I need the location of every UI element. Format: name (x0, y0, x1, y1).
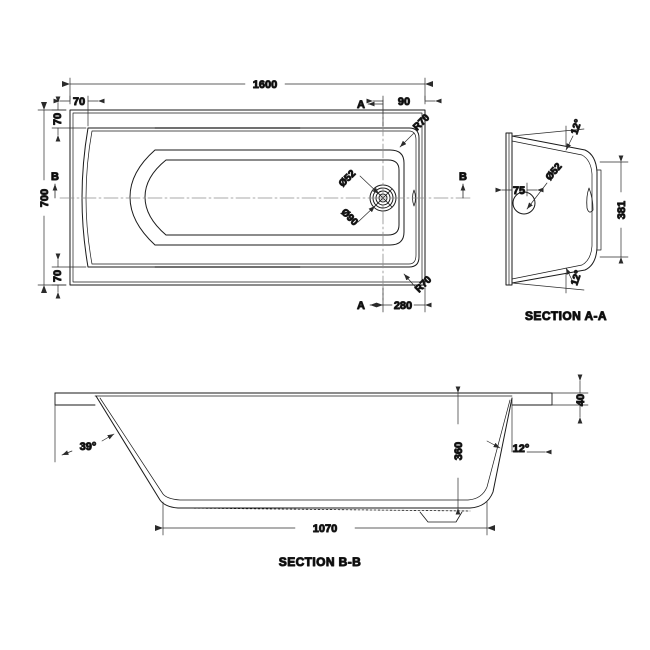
aa-leader-d52 (526, 182, 548, 210)
dim-label-280: 280 (394, 300, 412, 312)
waste-label-d90: Ø90 (339, 207, 360, 228)
section-aa-title: SECTION A-A (525, 309, 607, 323)
bb-waste-sump (419, 511, 463, 523)
leader-d90 (357, 205, 376, 223)
bb-angle-label-12: 12° (513, 443, 530, 455)
bb-angle-label-39: 39° (80, 441, 97, 453)
plan-centerlines (59, 99, 471, 301)
bb-dim-label-1070: 1070 (313, 523, 337, 535)
aa-angle-label-bottom: 12° (569, 269, 584, 287)
plan-rim-opening (81, 127, 420, 268)
aa-dim-label-381: 381 (616, 201, 628, 219)
section-bb-title: SECTION B-B (279, 555, 361, 569)
section-label-a-bottom: A (357, 300, 365, 312)
aa-dim-label-75: 75 (513, 185, 525, 197)
aa-right-edge (596, 169, 602, 251)
dim-waste-right (366, 95, 442, 127)
aa-left-flange (505, 132, 513, 286)
bb-angle-witness-right (486, 397, 552, 455)
aa-angle-label-top: 12° (569, 118, 584, 136)
aa-dim-75 (495, 182, 544, 197)
plan-bowl-upper (129, 149, 405, 246)
aa-waste-circle (512, 191, 536, 215)
plan-bowl-lower (144, 159, 400, 236)
waste-label-d52: Ø52 (337, 168, 358, 189)
bb-profile-outer (95, 395, 513, 509)
section-label-a-top: A (357, 99, 365, 111)
plan-rim-opening-2 (85, 130, 417, 265)
bb-rim-right-cap (511, 392, 553, 406)
bb-dim-label-360: 360 (453, 442, 465, 460)
dim-label-70-bottom: 70 (52, 270, 64, 282)
plan-outer-inner-line (72, 112, 423, 283)
dim-rim-top (51, 96, 87, 142)
dim-label-1600: 1600 (253, 79, 277, 91)
aa-angle-witness (511, 125, 585, 294)
dim-overall-length (62, 77, 433, 101)
section-bb-view: 39° 12° 360 40 1070 SECTION B-B (54, 374, 589, 570)
aa-dim-381 (599, 155, 629, 264)
section-aa-view: 12° 12° 75 Ø52 381 SECTION A-A (495, 118, 629, 324)
dim-label-90: 90 (398, 96, 410, 108)
dim-label-700: 700 (39, 189, 51, 207)
dim-label-70-top: 70 (52, 113, 64, 125)
bb-rim-left-cap (54, 392, 96, 406)
dim-label-70-left: 70 (73, 96, 85, 108)
aa-angle-leader-bottom (565, 267, 574, 283)
dim-280 (376, 287, 432, 313)
bb-angle-leader-left (61, 433, 115, 456)
plan-view: 1600 70 90 700 70 (37, 77, 471, 313)
dim-rim-bottom (51, 253, 87, 299)
bb-base-line (177, 507, 471, 512)
aa-waste-label-d52: Ø52 (544, 161, 565, 183)
bb-dim-label-40: 40 (575, 394, 587, 406)
aa-angle-leader-top (565, 135, 574, 151)
radius-label-r70-bottom: R70 (413, 274, 434, 295)
plan-outer-outline (69, 109, 426, 286)
leader-r70-bottom (403, 273, 419, 291)
bb-dim-40 (551, 374, 589, 424)
dim-rim-left (53, 95, 105, 127)
bb-profile-inner (99, 397, 511, 501)
aa-overflow-slot (586, 187, 594, 213)
section-label-b-right: B (459, 171, 467, 183)
plan-overflow-slot (412, 189, 416, 207)
section-label-b-left: B (51, 171, 59, 183)
aa-body-outline (511, 135, 598, 284)
bb-dim-1070 (155, 501, 495, 536)
aa-body-inner (511, 140, 593, 280)
radius-label-r70-top: R70 (411, 112, 432, 133)
leader-r70-top (399, 132, 415, 148)
leader-d52 (359, 175, 380, 195)
